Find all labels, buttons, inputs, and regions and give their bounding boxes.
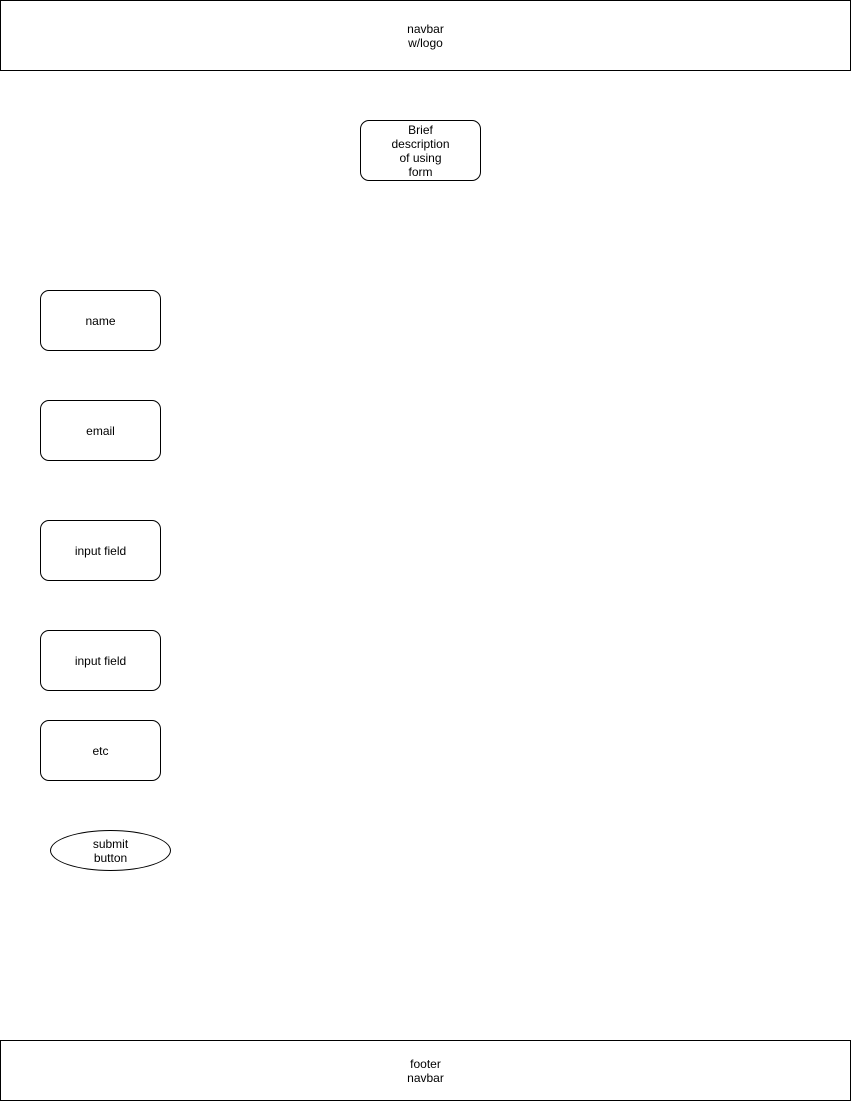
name-field-label: name bbox=[85, 313, 116, 328]
etc-field-label: etc bbox=[92, 743, 109, 758]
input-field-box-1: input field bbox=[40, 520, 161, 581]
description-box: Brief description of using form bbox=[360, 120, 481, 181]
footer-label: footer navbar bbox=[407, 1056, 444, 1085]
input-field-label-2: input field bbox=[74, 653, 127, 668]
submit-button-shape: submit button bbox=[50, 830, 171, 871]
submit-button-label: submit button bbox=[92, 836, 129, 865]
etc-field-box: etc bbox=[40, 720, 161, 781]
email-field-label: email bbox=[86, 423, 115, 438]
email-field-box: email bbox=[40, 400, 161, 461]
navbar-label: navbar w/logo bbox=[407, 21, 444, 50]
input-field-label-1: input field bbox=[74, 543, 127, 558]
name-field-box: name bbox=[40, 290, 161, 351]
description-label: Brief description of using form bbox=[391, 122, 450, 179]
footer-box: footer navbar bbox=[0, 1040, 851, 1101]
navbar-box: navbar w/logo bbox=[0, 0, 851, 71]
input-field-box-2: input field bbox=[40, 630, 161, 691]
